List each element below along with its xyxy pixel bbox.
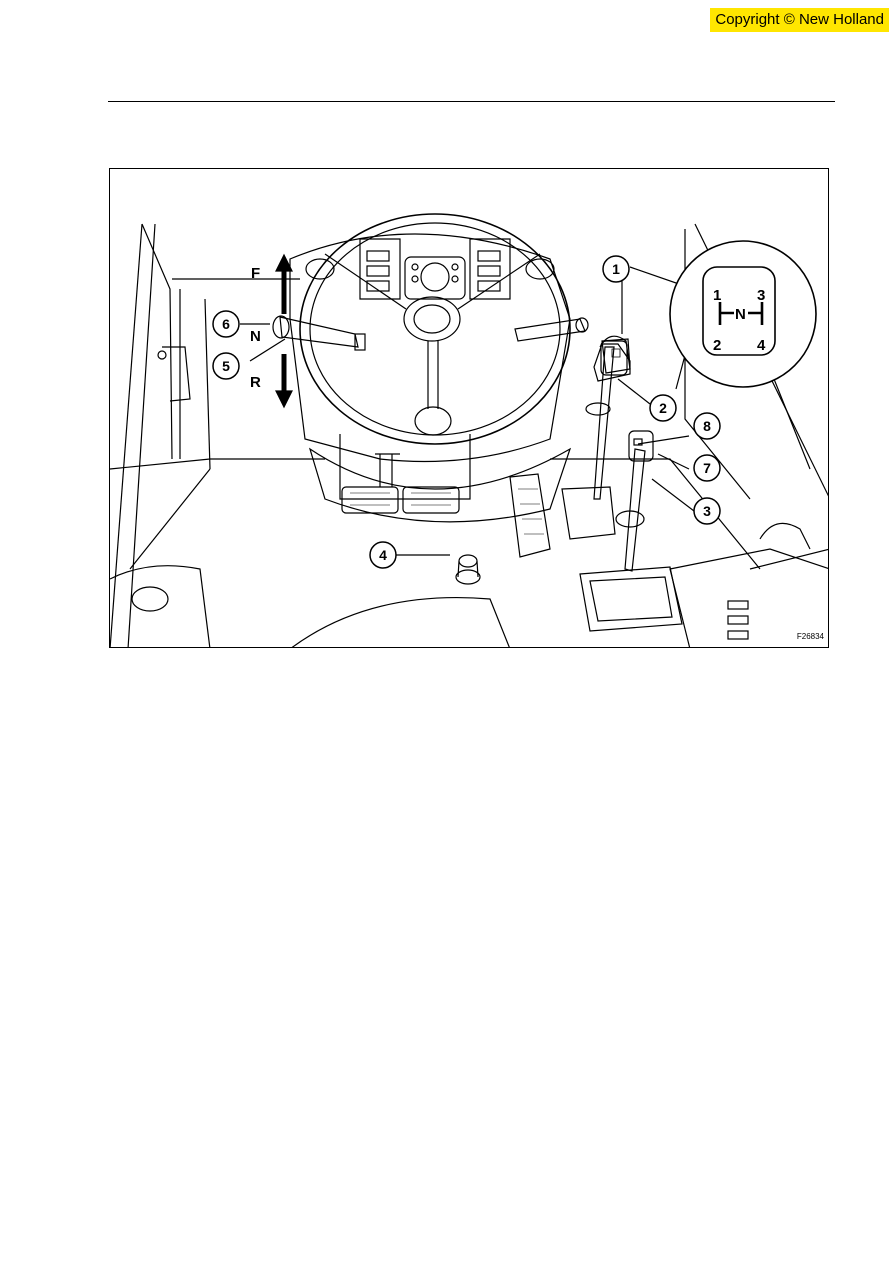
gear-1-label: 1 bbox=[713, 287, 721, 304]
callout-8: 8 bbox=[703, 418, 711, 434]
callout-circle-7 bbox=[693, 454, 721, 482]
cab-pillar-left bbox=[110, 223, 143, 647]
callout-2: 2 bbox=[659, 400, 667, 416]
gear-lever-knob-1 bbox=[600, 340, 628, 376]
shift-pattern-knob-top bbox=[702, 266, 776, 356]
range-lever-knob bbox=[628, 430, 654, 462]
steering-wheel bbox=[299, 213, 571, 445]
callout-circle-2 bbox=[649, 394, 677, 422]
reverse-label: R bbox=[250, 374, 261, 391]
callout-1: 1 bbox=[612, 261, 620, 277]
figure-code: F26834 bbox=[797, 632, 825, 641]
tachometer-gauge bbox=[420, 262, 450, 292]
callout-3: 3 bbox=[703, 503, 711, 519]
right-console bbox=[669, 548, 828, 647]
shuttle-lever bbox=[279, 316, 359, 348]
gear-lever-left bbox=[593, 346, 615, 500]
brake-pedal-right bbox=[402, 486, 460, 514]
callout-5: 5 bbox=[222, 358, 230, 374]
callout-4: 4 bbox=[379, 547, 387, 563]
range-lever-boot bbox=[579, 566, 683, 632]
copyright-banner: Copyright © New Holland bbox=[710, 8, 889, 32]
seat-left bbox=[110, 565, 211, 647]
instrument-cluster bbox=[404, 256, 466, 300]
cab-controls-illustration: 1 3 N 2 4 F N R 1 2 3 4 5 6 7 8 F26834 bbox=[110, 213, 828, 647]
callout-circle-6 bbox=[212, 310, 240, 338]
gear-2-label: 2 bbox=[713, 337, 721, 354]
callout-circle-3 bbox=[693, 497, 721, 525]
range-lever bbox=[624, 448, 646, 572]
gear-lever-boot-left bbox=[561, 486, 616, 540]
header-rule bbox=[108, 101, 835, 102]
steering-hub bbox=[403, 296, 461, 342]
operator-seat bbox=[291, 596, 510, 647]
accelerator-pedal bbox=[509, 473, 551, 558]
callout-circle-5 bbox=[212, 352, 240, 380]
neutral-label: N bbox=[250, 328, 261, 345]
pto-knob bbox=[458, 554, 478, 568]
gear-neutral-label: N bbox=[735, 306, 746, 323]
steering-column-knob bbox=[414, 406, 452, 436]
callout-7: 7 bbox=[703, 460, 711, 476]
callout-circle-1 bbox=[602, 255, 630, 283]
callout-6: 6 bbox=[222, 316, 230, 332]
callout-circle-4 bbox=[369, 541, 397, 569]
range-lever-button-8 bbox=[633, 438, 643, 446]
gear-3-label: 3 bbox=[757, 287, 765, 304]
forward-label: F bbox=[251, 265, 260, 282]
brake-pedal-left bbox=[341, 486, 399, 514]
callout-circle-8 bbox=[693, 412, 721, 440]
cab-controls-figure: 1 3 N 2 4 F N R 1 2 3 4 5 6 7 8 F26834 bbox=[109, 168, 829, 648]
gear-4-label: 4 bbox=[757, 337, 766, 354]
